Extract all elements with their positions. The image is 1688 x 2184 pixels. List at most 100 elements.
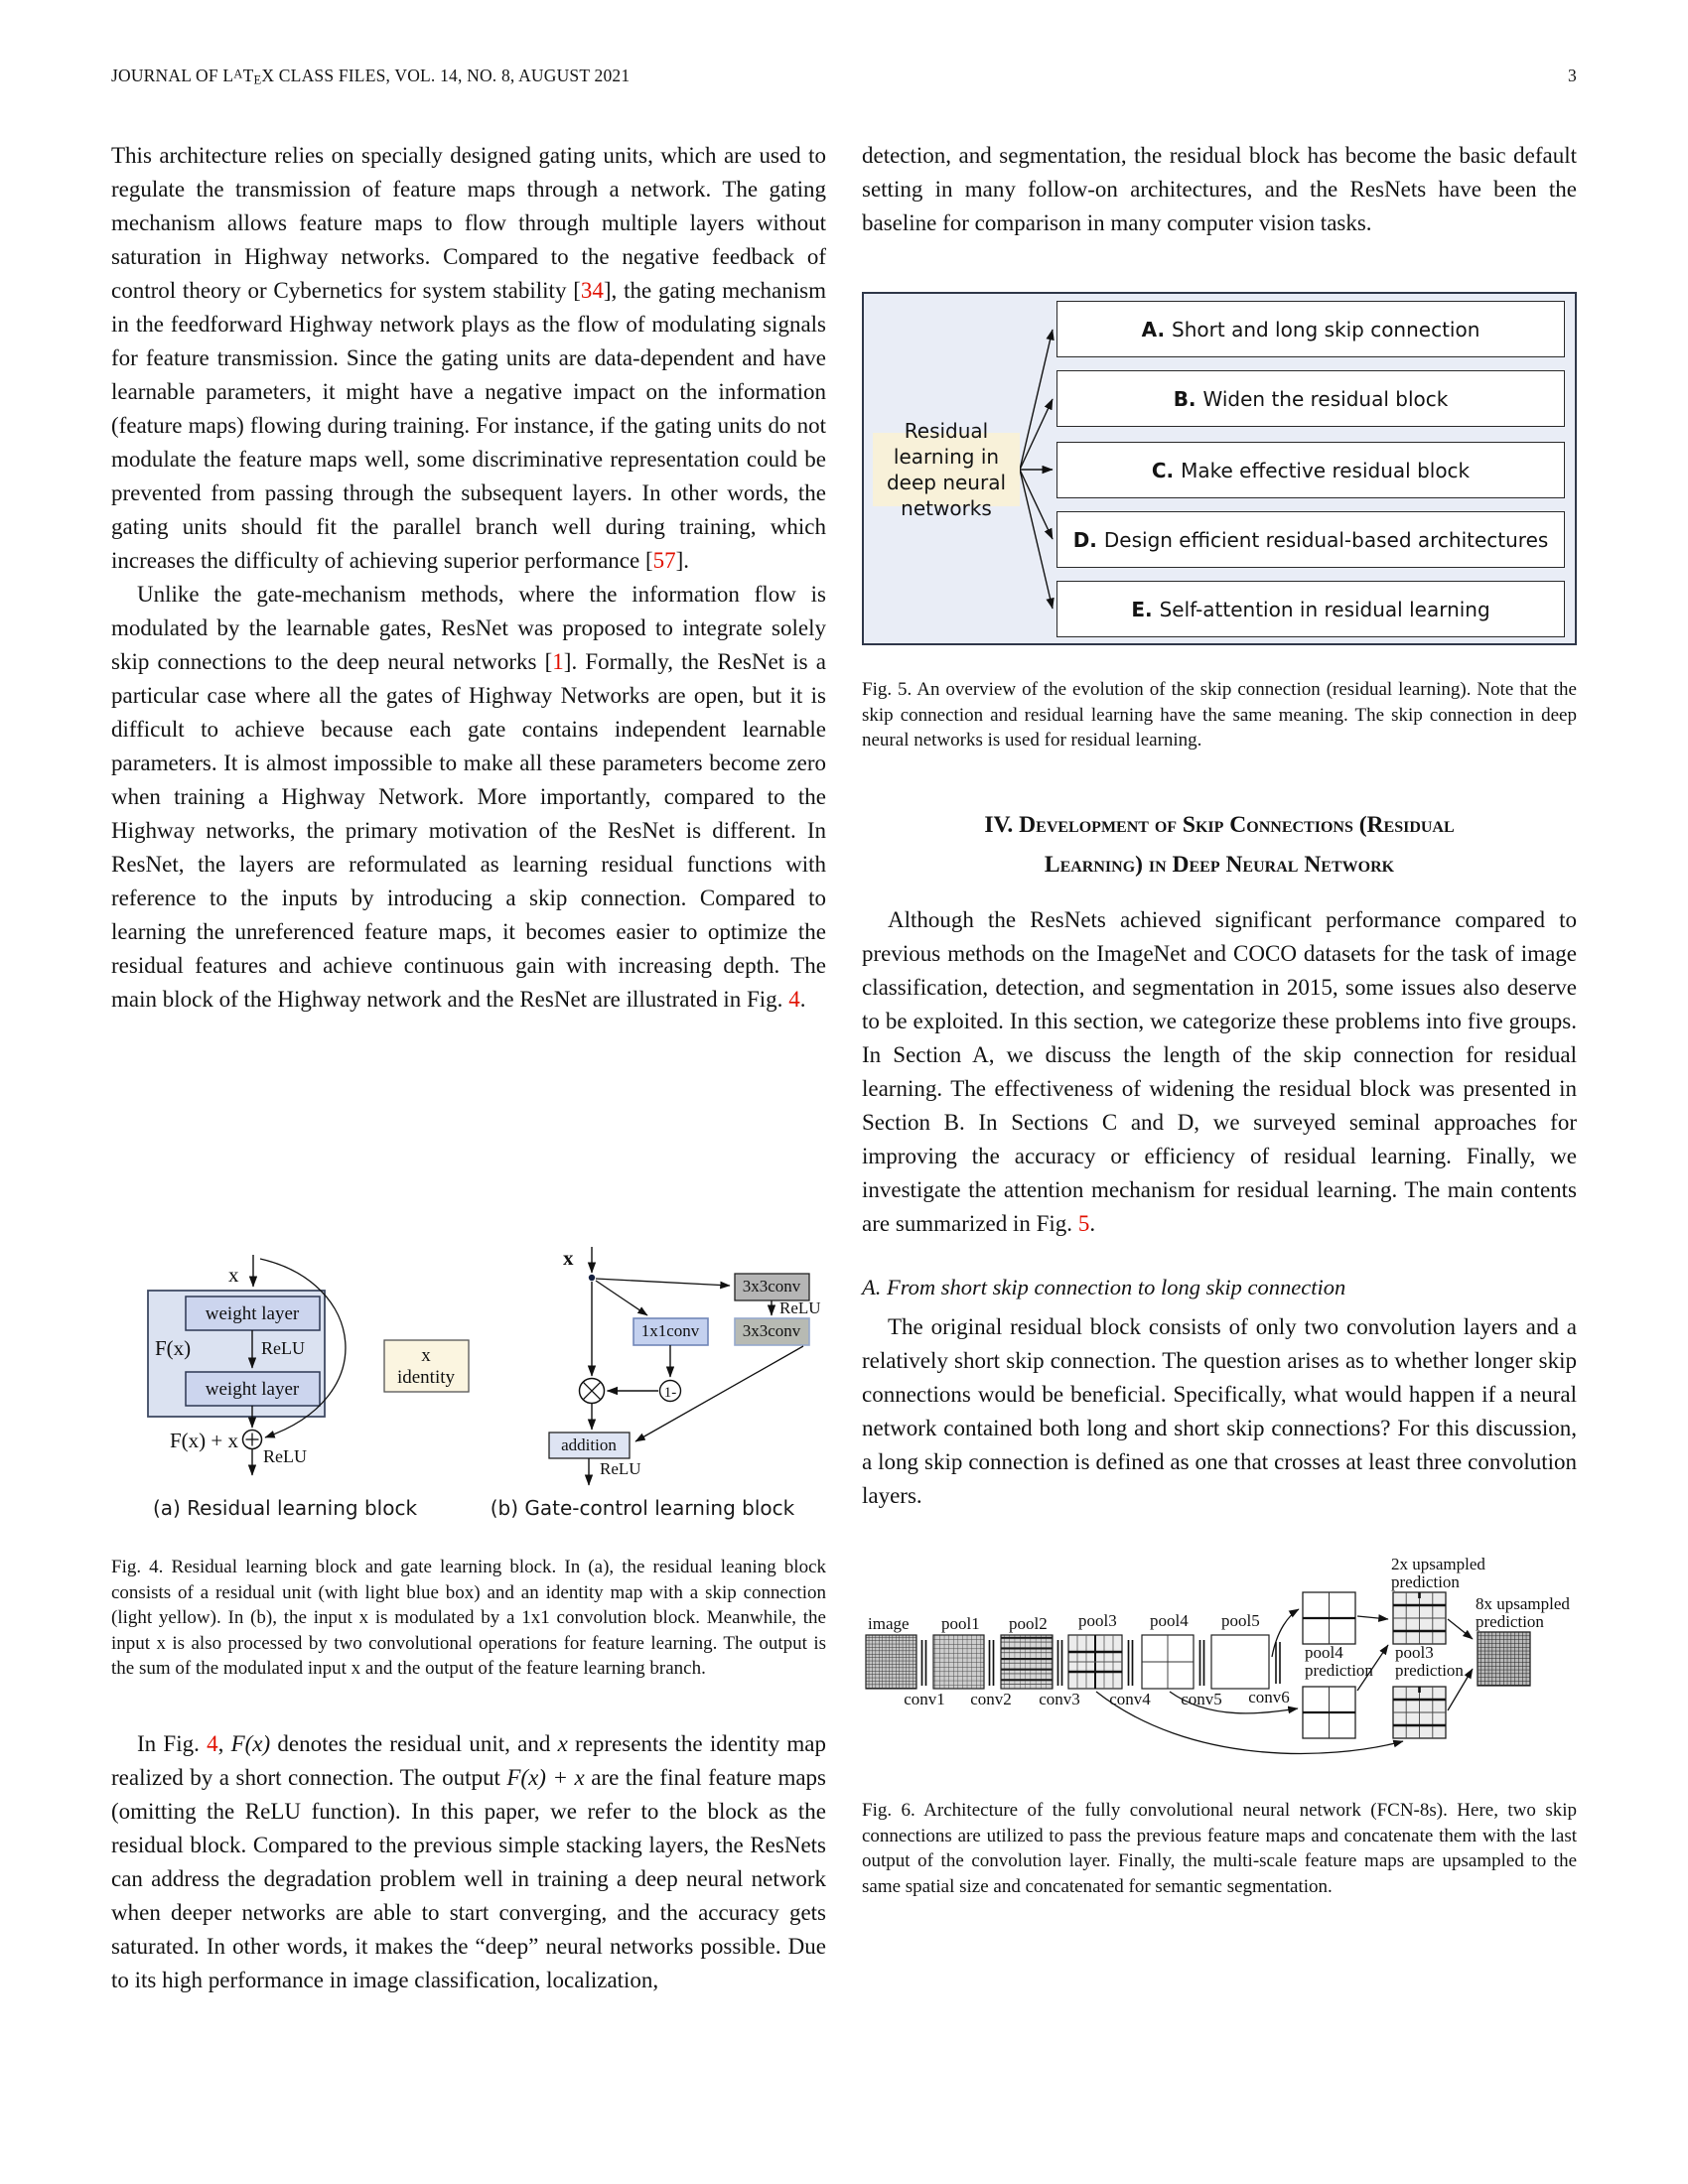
weight-layer-box: [185, 1296, 321, 1331]
skip-from-pool3-curve: [1095, 1691, 1404, 1755]
paragraph: Although the ResNets achieved significan…: [862, 907, 1577, 1236]
subsection-heading: A. From short skip connection to long sk…: [862, 1275, 1346, 1299]
conv2-label: conv2: [970, 1690, 1012, 1708]
input-x-label: x: [563, 1246, 574, 1270]
input-x-label: x: [228, 1263, 239, 1287]
weight-layer-label: weight layer: [206, 1379, 300, 1400]
conv3x3-label: 3x3conv: [743, 1321, 801, 1340]
identity-x-label: x: [421, 1345, 431, 1366]
figure-6: image pool1 pool2 pool3 pool4 pool5: [862, 1553, 1577, 1786]
fig5-item-a: A. Short and long skip connection: [1056, 301, 1565, 357]
citation-ref[interactable]: 1: [552, 649, 564, 674]
conv5-label: conv5: [1181, 1690, 1222, 1708]
pool4-prediction-label-line1: pool4: [1305, 1643, 1343, 1662]
section-heading-line1: IV. Development of Skip Connections (Res…: [984, 811, 1455, 838]
weight-layer-box: [185, 1371, 321, 1407]
figure-6-diagram: image pool1 pool2 pool3 pool4 pool5: [865, 1555, 1570, 1755]
figure-5: Residual learning in deep neural network…: [862, 292, 1577, 645]
paragraph: The original residual block consists of …: [862, 1314, 1577, 1508]
identity-label: identity: [397, 1367, 456, 1388]
conv1x1-box: [633, 1317, 709, 1346]
fig5-item-b: B. Widen the residual block: [1056, 370, 1565, 427]
pool5-grid: [1210, 1634, 1270, 1690]
fig5-item-text: Design efficient residual-based architec…: [1103, 527, 1549, 552]
paragraph: In Fig. 4, F(x) denotes the residual uni…: [111, 1730, 826, 1992]
figure-4-caption: Fig. 4. Residual learning block and gate…: [111, 1557, 826, 1679]
pool4-label: pool4: [1150, 1611, 1189, 1630]
citation-ref[interactable]: 57: [652, 548, 676, 573]
citation-ref[interactable]: 5: [1077, 1211, 1090, 1236]
section-heading-line2: Learning) in Deep Neural Network: [1044, 851, 1395, 878]
conv3x3-box: [734, 1273, 810, 1301]
up8-label-line1: 8x upsampled: [1476, 1594, 1570, 1613]
pool1-grid: [932, 1634, 985, 1690]
conv1x1-label: 1x1conv: [641, 1321, 700, 1340]
pool5-label: pool5: [1221, 1611, 1260, 1630]
relu-label: ReLU: [261, 1338, 305, 1358]
up8-label-line2: prediction: [1476, 1612, 1544, 1631]
conv4-label: conv4: [1109, 1690, 1151, 1708]
figure-5-arrows: [1019, 329, 1055, 610]
pool4-prediction-bottom-grid: [1302, 1686, 1356, 1739]
conv3x3-box: [734, 1317, 810, 1346]
fig5-item-letter: E.: [1131, 597, 1153, 621]
subfigure-b-caption: (b) Gate-control learning block: [490, 1496, 795, 1520]
up2-label-line1: 2x upsampled: [1391, 1555, 1485, 1573]
fig5-item-c: C. Make effective residual block: [1056, 442, 1565, 498]
figure-5-caption: Fig. 5. An overview of the evolution of …: [862, 679, 1577, 751]
gate-control-learning-block: x 3x3conv ReLU 3x3conv 1x1conv: [548, 1246, 821, 1486]
section-heading: IV. Development of Skip Connections (Res…: [862, 805, 1577, 885]
fx-plus-x-label: F(x) + x: [170, 1429, 239, 1452]
addition-box: [548, 1432, 631, 1459]
branch-node: [588, 1274, 596, 1282]
subfigure-a-caption: (a) Residual learning block: [152, 1496, 418, 1520]
relu-label: ReLU: [600, 1459, 641, 1478]
pool3-prediction-label-line2: prediction: [1395, 1661, 1464, 1680]
one-minus-label: 1-: [664, 1385, 677, 1401]
conv6-label: conv6: [1248, 1688, 1290, 1706]
pool4-prediction-top-grid: [1302, 1591, 1356, 1645]
fig5-root-line1: Residual learning in: [893, 419, 1000, 469]
fig5-item-text: Widen the residual block: [1202, 386, 1449, 411]
fig5-item-text: Short and long skip connection: [1172, 317, 1480, 341]
up2-label-line2: prediction: [1391, 1572, 1460, 1591]
one-minus-node: [658, 1379, 682, 1403]
pool3-label: pool3: [1078, 1611, 1117, 1630]
citation-ref[interactable]: 34: [580, 278, 604, 303]
fig5-root-node: Residual learning in deep neural network…: [873, 419, 1020, 520]
page-number: 3: [1568, 66, 1577, 85]
paragraph: detection, and segmentation, the residua…: [862, 143, 1577, 235]
relu-label: ReLU: [263, 1446, 307, 1466]
paragraph: Unlike the gate-mechanism methods, where…: [111, 582, 827, 1012]
pool3-prediction-grid: [1392, 1686, 1447, 1739]
image-grid: [865, 1634, 917, 1690]
citation-ref[interactable]: 4: [788, 987, 800, 1012]
conv3x3-label: 3x3conv: [743, 1277, 801, 1296]
conv6-to-prediction-curve: [1271, 1608, 1300, 1658]
conv1-label: conv1: [904, 1690, 945, 1708]
image-label: image: [868, 1614, 910, 1633]
addition-label: addition: [561, 1435, 617, 1454]
fig5-item-text: Make effective residual block: [1181, 458, 1471, 482]
upsampled8x-grid: [1477, 1631, 1531, 1687]
paragraph: This architecture relies on specially de…: [111, 143, 826, 573]
fig5-item-letter: A.: [1141, 317, 1166, 341]
pool3-prediction-label-line1: pool3: [1395, 1643, 1434, 1662]
weight-layer-label: weight layer: [206, 1303, 300, 1324]
fig5-item-d: D. Design efficient residual-based archi…: [1056, 511, 1565, 568]
upsampled2x-grid: [1392, 1591, 1447, 1645]
skip-connection-curve: [259, 1258, 347, 1438]
journal-title: JOURNAL OF LATEX CLASS FILES, VOL. 14, N…: [111, 66, 631, 87]
conv3-label: conv3: [1039, 1690, 1080, 1708]
identity-box: [383, 1339, 470, 1393]
figure-6-caption: Fig. 6. Architecture of the fully convol…: [862, 1800, 1577, 1897]
pool2-label: pool2: [1009, 1614, 1048, 1633]
skip-from-pool4-curve: [1169, 1691, 1299, 1714]
relu-label: ReLU: [779, 1298, 821, 1317]
left-column: This architecture relies on specially de…: [111, 139, 826, 1997]
citation-ref[interactable]: 4: [207, 1730, 218, 1756]
right-column: detection, and segmentation, the residua…: [862, 139, 1577, 1918]
pool2-grid: [1000, 1634, 1054, 1690]
fig5-item-text: Self-attention in residual learning: [1159, 597, 1490, 621]
